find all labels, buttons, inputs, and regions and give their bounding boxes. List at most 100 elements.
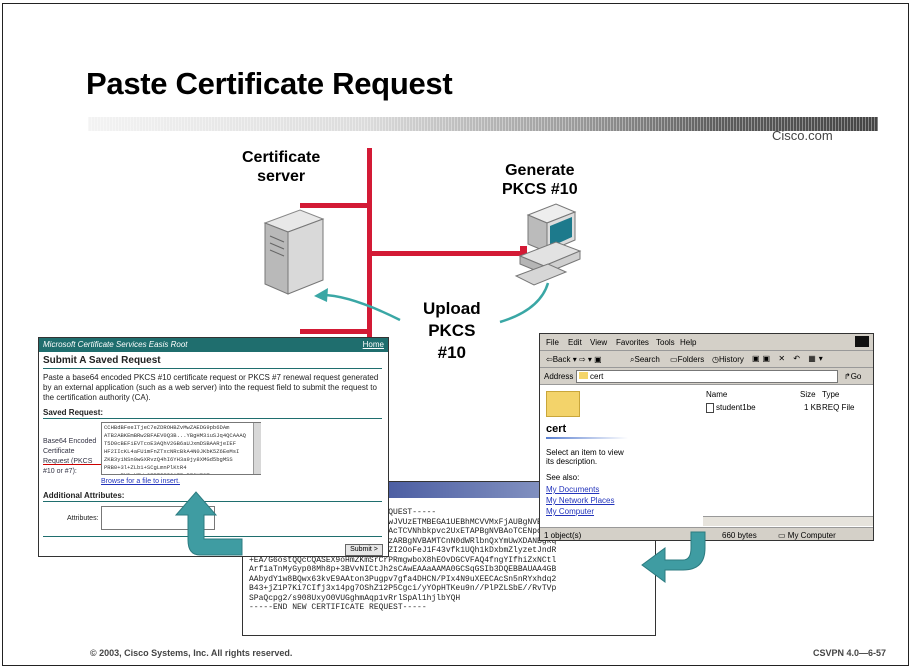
file-name: student1be — [716, 403, 756, 412]
attributes-label: Attributes: — [67, 515, 99, 522]
label-certificate-server: Certificate server — [242, 148, 320, 186]
col-type[interactable]: Type — [822, 390, 840, 399]
menu-tools[interactable]: Tools — [656, 338, 675, 347]
field-label-underline — [43, 464, 101, 465]
folder-large-icon — [546, 391, 580, 417]
file-size: 1 KB — [804, 403, 822, 412]
go-button[interactable]: ↱Go — [844, 372, 862, 381]
saved-request-line: ---- END NEW CERTIFICATE REQUEST ---- — [104, 472, 258, 474]
file-row[interactable]: student1be 1 KB REQ File — [704, 403, 873, 413]
certificate-text-line: DVNhbiBGcmFuY2lzY28xEjAQBgNVBAcTCVNhbkpv… — [249, 527, 557, 536]
explorer-menubar: File Edit View Favorites Tools Help — [540, 334, 873, 351]
attributes-rule — [43, 501, 382, 502]
go-label: Go — [850, 372, 862, 381]
file-list-header: Name Size Type — [704, 390, 873, 400]
history-label: History — [718, 355, 744, 364]
certificate-text-line: MRMwEQYDVQQLEwpFZHVjYXRpb24xEzARBgNVBAMT… — [249, 536, 557, 546]
certificate-text-line: Arf1aTnMyGyp08Mh8p+3BVvNICtJh2sCAwEAAaAA… — [249, 565, 557, 574]
saved-request-label: Saved Request: — [43, 408, 104, 417]
certificate-text-line: AAbydY1w8BQwx63kvE9AAton3Pugpv7gfa4DHCN/… — [249, 574, 557, 584]
status-objects: 1 object(s) — [544, 531, 582, 540]
status-bytes: 660 bytes — [722, 531, 757, 540]
arrow-to-web-page — [174, 491, 243, 556]
address-label: Address — [544, 372, 574, 381]
slide-title: Paste Certificate Request — [86, 66, 453, 101]
base64-field-label: Base64 Encoded Certificate Request (PKCS… — [43, 438, 97, 475]
label-generate-line1: Generate — [505, 162, 575, 179]
menu-edit[interactable]: Edit — [568, 338, 582, 347]
horizontal-scrollbar[interactable] — [703, 516, 873, 526]
explorer-window: File Edit View Favorites Tools Help ⇦Bac… — [539, 333, 874, 541]
web-header-bar: Microsoft Certificate Services Easis Roo… — [39, 338, 388, 352]
web-intro: Paste a base64 encoded PKCS #10 certific… — [43, 373, 379, 402]
menu-file[interactable]: File — [546, 338, 559, 347]
back-button[interactable]: ⇦Back ▾ ⇨ ▾ ▣ — [546, 355, 602, 364]
heading-rule — [43, 368, 382, 369]
certificate-text-line: SPaQcpg2/s908UxyO0VUGghmAqp1vRrlSpAl1hjl… — [249, 593, 461, 603]
folders-button[interactable]: ▭Folders — [670, 355, 705, 364]
label-upload-pkcs: Upload PKCS #10 — [423, 298, 481, 364]
search-label: Search — [634, 355, 660, 364]
footer-course-code: CSVPN 4.0—6-57 — [813, 648, 887, 658]
saved-request-line: ATB2ABKEmBRw2BFAEV0Q3B...YBgHM3iuSJq4QCA… — [104, 432, 246, 439]
menu-help[interactable]: Help — [680, 338, 697, 347]
bottom-rule — [43, 536, 382, 537]
title-underline-band — [88, 117, 878, 131]
pc-icon — [514, 203, 582, 286]
saved-request-rule — [43, 418, 382, 419]
link-my-network-places[interactable]: My Network Places — [546, 496, 615, 505]
arrowhead-server — [314, 288, 328, 302]
saved-request-line: PRB0+3l+ZLb1+SCgLmnPlKtR4 — [104, 464, 187, 471]
label-generate-pkcs: Generate PKCS #10 — [502, 161, 578, 199]
history-button[interactable]: ◷History — [712, 355, 744, 364]
upload-arrows — [321, 282, 550, 324]
footer-copyright: © 2003, Cisco Systems, Inc. All rights r… — [90, 648, 293, 658]
label-upload-line2: PKCS — [428, 321, 476, 340]
home-link[interactable]: Home — [362, 340, 384, 349]
menu-favorites[interactable]: Favorites — [616, 338, 649, 347]
toolbar-icons[interactable]: ▣▣ ✕ ↶ ▦▾ — [752, 354, 826, 363]
menu-view[interactable]: View — [590, 338, 608, 347]
web-page-window: Microsoft Certificate Services Easis Roo… — [38, 337, 389, 557]
col-name[interactable]: Name — [706, 390, 728, 399]
link-my-documents[interactable]: My Documents — [546, 485, 600, 494]
status-zone: ▭ My Computer — [778, 531, 836, 540]
label-certificate-server-line2: server — [257, 168, 306, 185]
select-hint: Select an item to view its description. — [546, 448, 624, 466]
saved-request-line: ZKB3yiNSn0wGXRvzQ4hI6YH3a9jy8XMGd5bgMSS — [104, 456, 233, 463]
submit-button[interactable]: Submit > — [345, 544, 383, 556]
see-also-label: See also: — [546, 473, 580, 482]
textarea-scrollbar[interactable] — [253, 423, 261, 474]
file-type: REQ File — [822, 403, 855, 412]
address-value: cert — [590, 372, 604, 381]
slide-frame — [2, 3, 909, 666]
browse-link[interactable]: Browse for a file to insert. — [101, 478, 180, 485]
explorer-toolbar: ⇦Back ▾ ⇨ ▾ ▣ ⌕Search ▭Folders ◷History … — [540, 351, 873, 368]
label-upload-line3: #10 — [437, 343, 466, 362]
folders-label: Folders — [677, 355, 705, 364]
web-heading: Submit A Saved Request — [43, 355, 161, 366]
folder-title-rule — [546, 437, 628, 439]
saved-request-line: CCHBdBFeeITjeC7eZDROHBZvMwZAEDG9pb6DAm — [104, 424, 230, 431]
saved-request-line: T5D0cBEFiEVTcoE3AQhV2GB6aUJxmDSBAARjeIEF — [104, 440, 237, 447]
file-icon — [706, 403, 714, 413]
folder-small-icon — [579, 372, 588, 379]
search-button[interactable]: ⌕Search — [630, 355, 660, 364]
arrow-to-text-window — [641, 531, 706, 583]
additional-attributes-label: Additional Attributes: — [43, 491, 125, 500]
col-size[interactable]: Size — [800, 390, 816, 399]
title-underline-ticks — [88, 117, 878, 131]
status-zone-label: My Computer — [787, 531, 836, 540]
explorer-left-pane: cert Select an item to view its descript… — [540, 385, 635, 525]
certificate-text-line: -----END NEW CERTIFICATE REQUEST----- — [249, 603, 427, 612]
back-label: Back — [552, 355, 571, 364]
address-field[interactable]: cert — [576, 370, 838, 383]
folder-title: cert — [546, 423, 567, 435]
certificate-text-line: MIIBLzCB2gIBADB1MQswCQYDVQQGEwJVUzETMBEG… — [249, 517, 557, 527]
certificate-text-line: +EA/G6ostQQcCQASEX9oHmZKmSrCrPRmgwboX8hE… — [249, 555, 557, 565]
link-my-computer[interactable]: My Computer — [546, 507, 595, 516]
red-network-lines — [300, 148, 527, 356]
